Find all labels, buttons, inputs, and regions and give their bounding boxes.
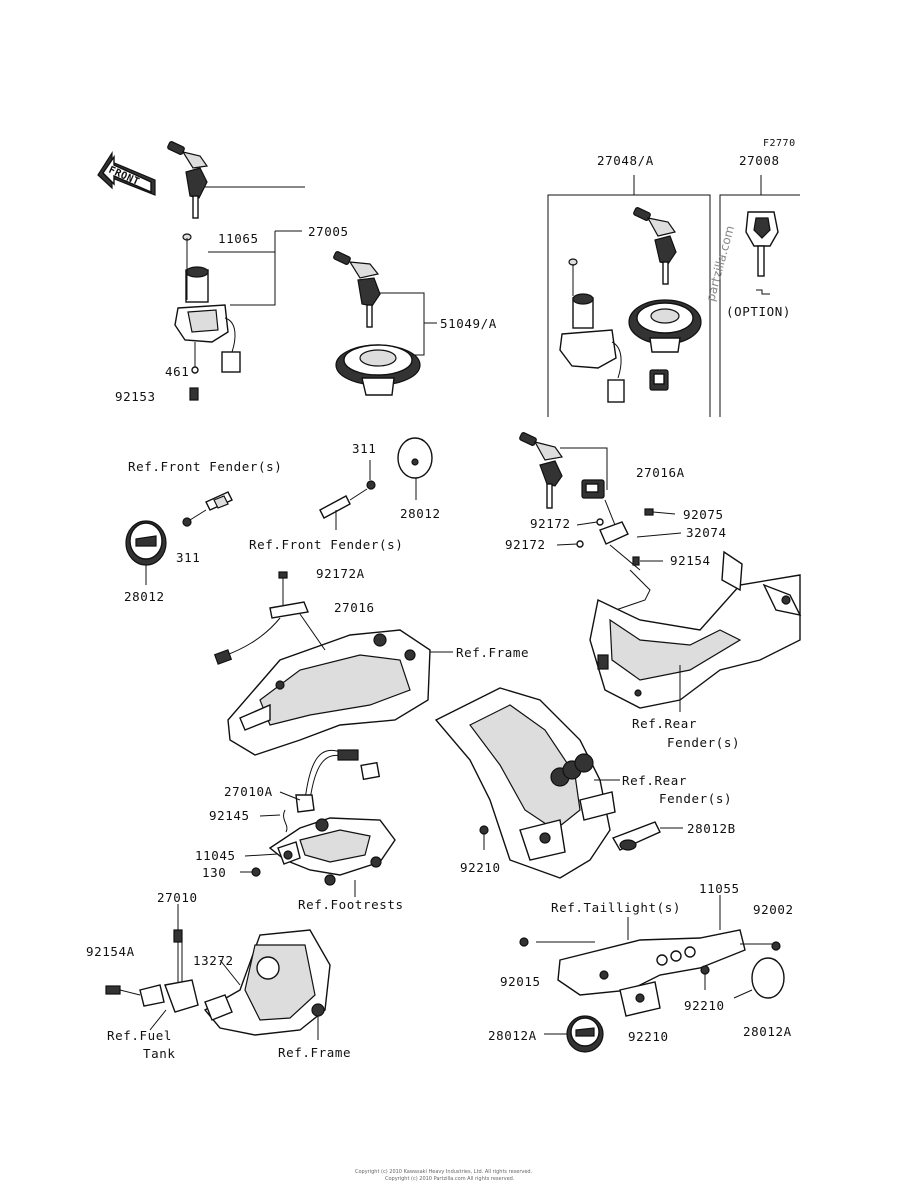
label-92210-lower: 92210 <box>628 1029 669 1044</box>
label-27048A: 27048/A <box>597 153 654 168</box>
harness-icon <box>213 571 326 665</box>
label-11045: 11045 <box>195 848 236 863</box>
label-11055: 11055 <box>699 881 740 896</box>
footer-line-1: Copyright (c) 2010 Kawasaki Heavy Indust… <box>355 1169 533 1175</box>
label-ref-frame-2: Ref.Frame <box>278 1045 351 1060</box>
reflector-icon <box>611 821 661 851</box>
label-ref-frame-1: Ref.Frame <box>456 645 529 660</box>
label-92015: 92015 <box>500 974 541 989</box>
seat-lock-key-icon <box>519 432 564 509</box>
label-11065: 11065 <box>218 231 259 246</box>
label-28012A-left: 28012A <box>488 1028 537 1043</box>
footrest-bracket-icon <box>268 817 396 886</box>
label-32074: 32074 <box>686 525 727 540</box>
set-fuel-cap-icon <box>628 299 702 353</box>
label-311-top: 311 <box>352 441 376 456</box>
key-icon <box>167 141 209 219</box>
label-27010: 27010 <box>157 890 198 905</box>
set-key-icon <box>633 207 677 285</box>
engine-case-icon <box>203 929 331 1036</box>
frame-icon <box>227 629 431 756</box>
fender-cover-icon <box>125 491 233 566</box>
label-92154: 92154 <box>670 553 711 568</box>
label-27016: 27016 <box>334 600 375 615</box>
label-ref-rear-fender-1b: Fender(s) <box>667 735 740 750</box>
label-92154A: 92154A <box>86 944 135 959</box>
ignition-switch-icon <box>174 233 241 373</box>
label-28012-right: 28012 <box>400 506 441 521</box>
label-461: 461 <box>165 364 189 379</box>
label-51049A: 51049/A <box>440 316 497 331</box>
option-key-icon <box>745 211 779 277</box>
label-ref-footrests: Ref.Footrests <box>298 897 404 912</box>
label-ref-rear-fender-1a: Ref.Rear <box>632 716 697 731</box>
label-311-bottom: 311 <box>176 550 200 565</box>
label-ref-fuel-tank-a: Ref.Fuel <box>107 1028 172 1043</box>
label-92145: 92145 <box>209 808 250 823</box>
sensor-cable-icon <box>295 749 381 813</box>
front-arrow-icon: FRONT <box>97 150 156 196</box>
label-92210-bracket: 92210 <box>684 998 725 1013</box>
label-92002: 92002 <box>753 902 794 917</box>
option-label: (OPTION) <box>726 304 791 319</box>
set-ignition-icon <box>559 258 625 403</box>
label-92210-fender: 92210 <box>460 860 501 875</box>
taillight-bracket-icon <box>519 929 781 1017</box>
reflector-right-icon <box>751 957 785 999</box>
side-stand-switch-icon <box>105 929 199 1013</box>
label-27010A: 27010A <box>224 784 273 799</box>
label-ref-front-fender-1: Ref.Front Fender(s) <box>128 459 282 474</box>
rear-fender-icon <box>434 687 616 879</box>
label-92172A: 92172A <box>316 566 365 581</box>
fuel-cap-key-icon <box>333 251 381 328</box>
label-28012B: 28012B <box>687 821 736 836</box>
label-ref-rear-fender-2a: Ref.Rear <box>622 773 687 788</box>
label-92075: 92075 <box>683 507 724 522</box>
label-ref-fuel-tank-b: Tank <box>143 1046 176 1061</box>
figure-code: F2770 <box>763 138 796 149</box>
label-92153: 92153 <box>115 389 156 404</box>
footer-line-2: Copyright (c) 2010 Partzilla.com All rig… <box>385 1176 515 1182</box>
fender-cover-right-icon <box>319 437 433 530</box>
seat-lock-icon <box>576 479 654 571</box>
label-27016A: 27016A <box>636 465 685 480</box>
label-130: 130 <box>202 865 226 880</box>
label-92172-upper: 92172 <box>530 516 571 531</box>
label-13272: 13272 <box>193 953 234 968</box>
label-28012A-right: 28012A <box>743 1024 792 1039</box>
label-27008: 27008 <box>739 153 780 168</box>
label-ref-rear-fender-2b: Fender(s) <box>659 791 732 806</box>
fuel-cap-icon <box>335 344 421 396</box>
label-28012-left: 28012 <box>124 589 165 604</box>
label-27005: 27005 <box>308 224 349 239</box>
set-lock-icon <box>649 369 669 391</box>
label-92172-lower: 92172 <box>505 537 546 552</box>
label-ref-taillight: Ref.Taillight(s) <box>551 900 681 915</box>
rear-subframe-icon <box>589 550 802 709</box>
label-ref-front-fender-2: Ref.Front Fender(s) <box>249 537 403 552</box>
reflector-left-icon <box>566 1015 604 1053</box>
